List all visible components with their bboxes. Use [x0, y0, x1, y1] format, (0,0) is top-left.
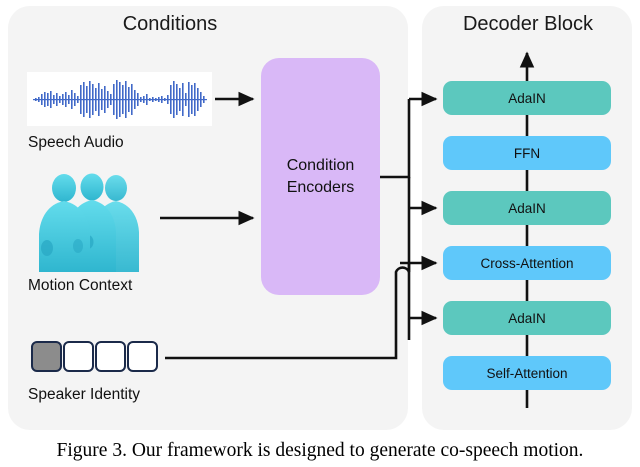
figure-caption: Figure 3. Our framework is designed to g…: [56, 440, 584, 461]
conditions-panel-title: Conditions: [122, 13, 218, 35]
decoder-block-adain-mid: AdaIN: [443, 191, 611, 225]
audio-waveform-icon: [27, 72, 212, 126]
condition-encoders-line2: Encoders: [286, 178, 355, 196]
condition-encoders-block: Condition Encoders: [261, 58, 380, 295]
body-mesh-icon: [30, 168, 150, 278]
decoder-block-label: Self-Attention: [486, 365, 568, 381]
one-hot-vector-icon: [31, 341, 158, 372]
identity-cell-0: [31, 341, 62, 372]
decoder-panel-title: Decoder Block: [462, 13, 594, 35]
decoder-block-label: AdaIN: [508, 310, 546, 326]
decoder-block-adain-bottom: AdaIN: [443, 301, 611, 335]
decoder-block-ffn: FFN: [443, 136, 611, 170]
identity-cell-3: [127, 341, 158, 372]
decoder-block-label: AdaIN: [508, 200, 546, 216]
decoder-block-label: AdaIN: [508, 90, 546, 106]
speech-audio-label: Speech Audio: [28, 134, 124, 151]
condition-encoders-line1: Condition: [286, 156, 355, 174]
identity-cell-1: [63, 341, 94, 372]
decoder-block-self-attention: Self-Attention: [443, 356, 611, 390]
decoder-block-cross-attention: Cross-Attention: [443, 246, 611, 280]
motion-context-label: Motion Context: [28, 277, 133, 294]
speaker-identity-label: Speaker Identity: [28, 386, 141, 403]
decoder-block-label: Cross-Attention: [480, 255, 574, 271]
identity-cell-2: [95, 341, 126, 372]
decoder-block-adain-top: AdaIN: [443, 81, 611, 115]
decoder-block-label: FFN: [513, 145, 541, 161]
condition-encoders-text: Condition Encoders: [287, 155, 355, 198]
